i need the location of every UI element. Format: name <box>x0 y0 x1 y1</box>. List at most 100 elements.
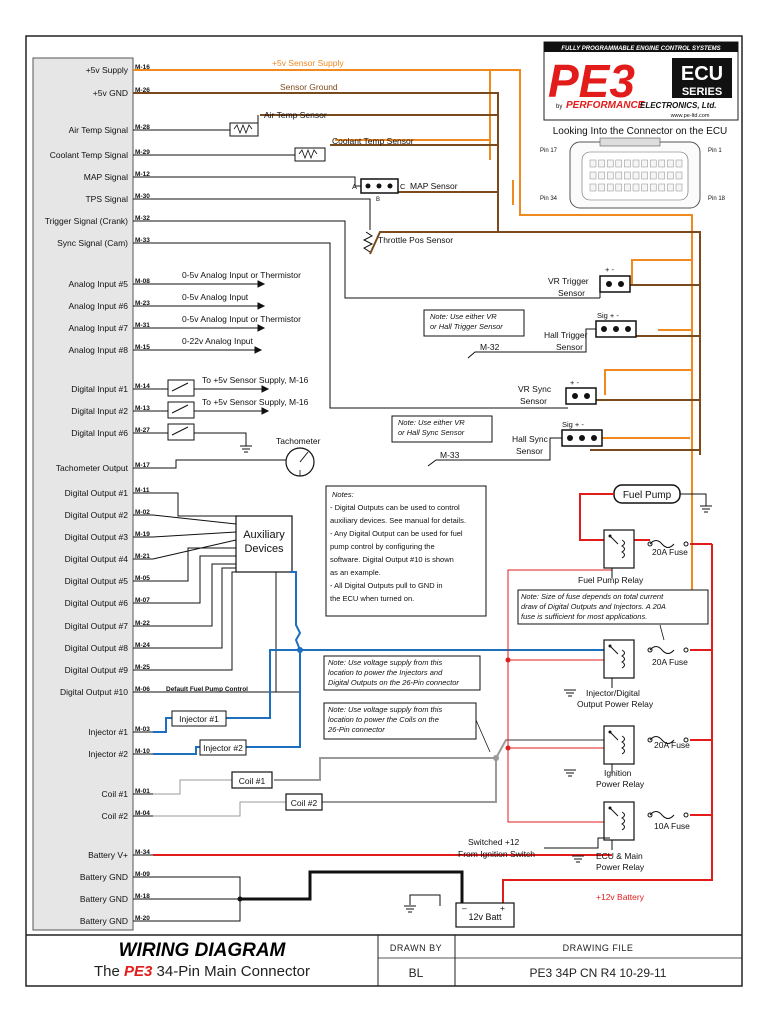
analog-input-5-label: 0-5v Analog Input or Thermistor <box>182 270 301 280</box>
note-line: or Hall Trigger Sensor <box>430 322 503 331</box>
fuse-4-label: 10A Fuse <box>654 821 690 831</box>
ecu-pin-label: Digital Output #8 <box>65 643 129 653</box>
notes-line: pump control by configuring the <box>330 542 435 551</box>
ecu-pin-label: Battery GND <box>80 894 128 904</box>
ecu-pin-label: +5v GND <box>93 88 128 98</box>
battery-wires <box>153 505 713 905</box>
ecu-pin-number: M-32 <box>135 215 150 222</box>
vr-sync-label-2: Sensor <box>520 396 547 406</box>
ecu-pin-number: M-31 <box>135 322 150 329</box>
ecu-pin-label: Tachometer Output <box>56 463 129 473</box>
coil-note-box <box>323 702 477 740</box>
ecu-pin-number: M-07 <box>135 597 150 604</box>
note-line: Note: Use voltage supply from this <box>328 705 442 714</box>
drawing-file-value: PE3 34P CN R4 10-29-11 <box>530 966 667 980</box>
ecu-pin-label: Analog Input #8 <box>68 345 128 355</box>
ecu-pin-number: M-05 <box>135 575 150 582</box>
ecu-pin-label: Battery V+ <box>88 850 128 860</box>
ecu-pin-label: Injector #1 <box>88 727 128 737</box>
injector-2-box <box>199 739 247 756</box>
ecu-pin-number: M-12 <box>135 171 150 178</box>
ecu-pin-number: M-28 <box>135 124 150 131</box>
ecu-pin-label: Analog Input #5 <box>68 279 128 289</box>
ecu-pin-label: Coolant Temp Signal <box>50 150 128 160</box>
ecu-pin-label: Air Temp Signal <box>69 125 128 135</box>
battery-plus: + <box>500 903 505 913</box>
note-line: Note: Use either VR <box>398 418 465 427</box>
battery-negative-wire <box>240 870 464 905</box>
logo-tagline: FULLY PROGRAMMABLE ENGINE CONTROL SYSTEM… <box>561 46 720 52</box>
pe3-logo: FULLY PROGRAMMABLE ENGINE CONTROL SYSTEM… <box>543 41 739 121</box>
m33-label: M-33 <box>440 450 460 460</box>
logo-company-rest: ELECTRONICS, Ltd. <box>640 101 716 110</box>
ecu-pin-number: M-26 <box>135 87 150 94</box>
ecu-pin-label: Digital Output #6 <box>65 598 129 608</box>
injector-1-label: Injector #1 <box>179 714 219 724</box>
air-temp-sensor-label: Air Temp Sensor <box>264 110 327 120</box>
ecu-pin-number: M-15 <box>135 344 150 351</box>
vr-trigger-label-1: VR Trigger <box>548 276 589 286</box>
notes-line: the ECU when turned on. <box>330 594 414 603</box>
ecu-pin-number: M-01 <box>135 788 150 795</box>
aux-label-line1: Auxiliary <box>243 529 285 541</box>
fuse-2-label: 20A Fuse <box>652 657 688 667</box>
ecu-pin-label: +5v Supply <box>86 65 129 75</box>
ecu-pin-number: M-13 <box>135 405 150 412</box>
injector-2-label: Injector #2 <box>203 743 243 753</box>
ecu-pin-label: Digital Output #10 <box>60 687 128 697</box>
ecu-pin-label: Analog Input #6 <box>68 301 128 311</box>
ecu-pin-number: M-20 <box>135 915 150 922</box>
ecu-pin-label: Digital Output #1 <box>65 488 129 498</box>
hall-trigger-label-1: Hall Trigger <box>544 330 588 340</box>
ecu-pin-number: M-21 <box>135 553 150 560</box>
ecu-pin-label: Digital Input #6 <box>71 428 128 438</box>
ecu-pin-number: M-11 <box>135 487 150 494</box>
ecu-pin-number: M-23 <box>135 300 150 307</box>
outer-frame <box>25 35 743 987</box>
notes-line: - Any Digital Output can be used for fue… <box>330 529 463 538</box>
notes-box <box>325 485 487 617</box>
ecu-pin-label: Digital Output #4 <box>65 554 129 564</box>
coil-supply-wire <box>274 739 612 803</box>
digital-input-2-label: To +5v Sensor Supply, M-16 <box>202 397 309 407</box>
relay-symbol <box>603 639 635 679</box>
note-line: Digital Outputs on the 26-Pin connector <box>328 678 459 687</box>
vr-trigger-polarity: + - <box>605 265 614 274</box>
ecu-pin-label: Digital Output #9 <box>65 665 129 675</box>
connector-pin17-label: Pin 17 <box>540 148 558 154</box>
drawing-file-header: DRAWING FILE <box>563 943 634 953</box>
fuel-pump-relay-label: Fuel Pump Relay <box>578 575 644 585</box>
note-line: Note: Size of fuse depends on total curr… <box>521 592 664 601</box>
ecu-pin-number: M-14 <box>135 383 150 390</box>
battery-minus: – <box>462 903 467 913</box>
ecu-pin-number: M-33 <box>135 237 150 244</box>
drawing-subtitle: The PE3 34-Pin Main Connector <box>94 963 310 980</box>
ecu-pin-number: M-29 <box>135 149 150 156</box>
sync-note-box <box>391 415 493 443</box>
logo-company: PERFORMANCE <box>566 100 645 111</box>
relay-symbol <box>603 529 635 569</box>
tps-symbol <box>362 231 374 253</box>
ecu-pin-label: Battery GND <box>80 916 128 926</box>
tach-wire <box>153 459 286 469</box>
ecu-pin-number: M-34 <box>135 849 150 856</box>
vr-sync-label-1: VR Sync <box>518 384 552 394</box>
coil-2-label: Coil #2 <box>291 798 318 808</box>
air-temp-sensor-symbol <box>229 122 259 137</box>
note-line: or Hall Sync Sensor <box>398 428 465 437</box>
ecu-pin-number: M-25 <box>135 664 150 671</box>
connector-face <box>569 137 701 209</box>
ecu-pin-label: Digital Input #2 <box>71 406 128 416</box>
sensor-ground-label: Sensor Ground <box>280 82 338 92</box>
ecu-pin-label: Battery GND <box>80 872 128 882</box>
hall-trigger-polarity: Sig + - <box>597 311 619 320</box>
ecu-pin-label: Analog Input #7 <box>68 323 128 333</box>
coil-1-label: Coil #1 <box>239 776 266 786</box>
ecu-pin-label: Digital Output #3 <box>65 532 129 542</box>
battery-symbol <box>455 902 515 928</box>
notes-line: - All Digital Outputs pull to GND in <box>330 581 443 590</box>
ecu-pin-label: TPS Signal <box>85 194 128 204</box>
switched-12-label-2: From Ignition Switch <box>458 849 535 859</box>
